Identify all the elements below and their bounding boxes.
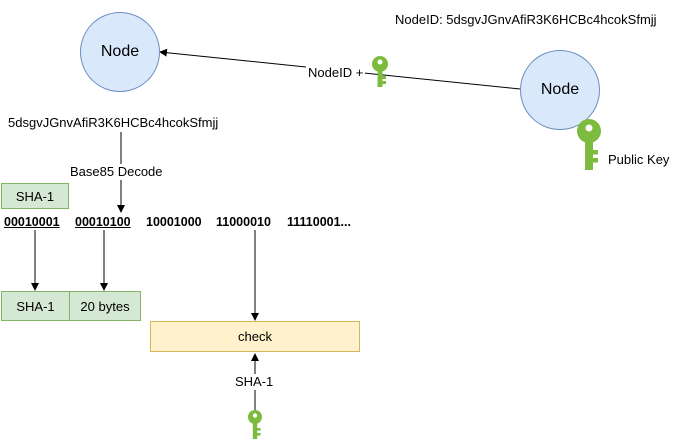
twenty-bytes-label: 20 bytes [80,298,130,314]
sha-bottom-label: SHA-1 [16,298,55,314]
node-right: Node [520,50,600,130]
decode-label: Base85 Decode [68,164,165,180]
encoded-id: 5dsgvJGnvAfiR3K6HCBc4hcokSfmjj [8,115,219,130]
key-icon [577,119,601,170]
sha-bottom-box: SHA-1 [1,291,70,321]
twenty-bytes-box: 20 bytes [69,291,141,321]
sha-top-box: SHA-1 [1,183,69,209]
node-id-caption: NodeID: 5dsgvJGnvAfiR3K6HCBc4hcokSfmjj [395,12,657,27]
check-label: check [238,329,272,344]
byte-3: 10001000 [146,215,202,229]
sha-key-label: SHA-1 [233,374,276,390]
byte-5: 11110001... [287,215,351,229]
node-left: Node [80,12,160,92]
byte-2: 00010100 [75,215,131,229]
sha-top-label: SHA-1 [15,188,55,204]
key-icon [248,410,262,439]
node-right-label: Node [540,81,580,98]
public-key-label: Public Key [608,152,670,167]
node-left-label: Node [100,43,140,60]
byte-1: 00010001 [4,215,60,229]
check-box: check [150,321,360,352]
key-icon [372,56,388,87]
arrow-label: NodeID + [306,65,366,81]
byte-4: 11000010 [216,215,271,229]
